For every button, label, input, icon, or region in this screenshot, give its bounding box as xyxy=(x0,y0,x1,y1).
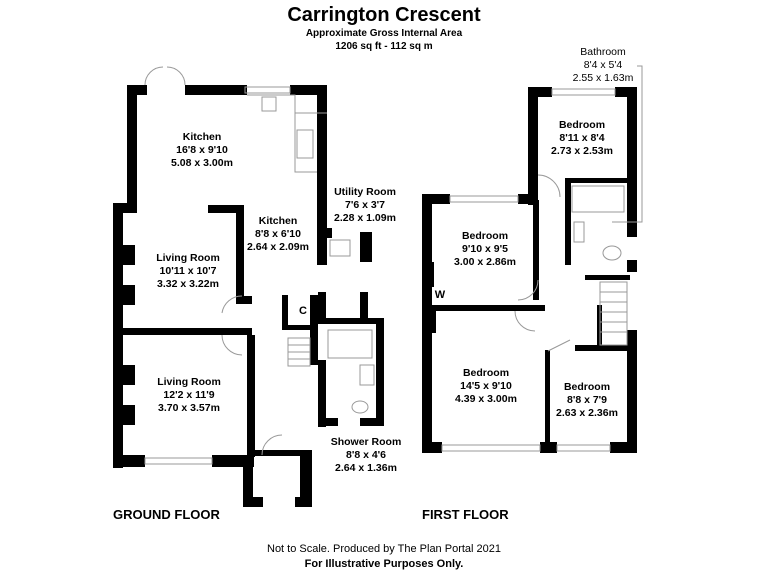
room-label-shower-room: Shower Room 8'8 x 4'6 2.64 x 1.36m xyxy=(331,436,402,475)
ground-floor-fittings xyxy=(144,66,375,465)
cupboard-label: C xyxy=(299,305,307,317)
room-name: Bedroom xyxy=(563,381,611,393)
room-label-utility-room: Utility Room 7'6 x 3'7 2.28 x 1.09m xyxy=(334,186,396,225)
room-name: Bedroom xyxy=(462,367,510,379)
room-label-bedroom-small: Bedroom 8'8 x 7'9 2.63 x 2.36m xyxy=(556,381,618,420)
footer-note: Not to Scale. Produced by The Plan Porta… xyxy=(267,543,501,555)
room-name: Kitchen xyxy=(258,215,298,227)
room-size-imperial: 8'8 x 7'9 xyxy=(566,394,608,406)
room-size-metric: 2.55 x 1.63m xyxy=(572,72,634,84)
room-size-metric: 5.08 x 3.00m xyxy=(171,157,233,169)
room-label-bathroom: Bathroom 8'4 x 5'4 2.55 x 1.63m xyxy=(573,46,634,85)
room-name: Kitchen xyxy=(182,131,222,143)
room-size-imperial: 9'10 x 9'5 xyxy=(462,243,508,255)
room-name: Living Room xyxy=(157,376,221,388)
room-label-bedroom-rear: Bedroom 8'11 x 8'4 2.73 x 2.53m xyxy=(551,119,613,158)
room-size-imperial: 8'8 x 4'6 xyxy=(345,449,387,461)
room-label-bedroom-middle: Bedroom 9'10 x 9'5 3.00 x 2.86m xyxy=(454,230,516,269)
first-floor-label: FIRST FLOOR xyxy=(422,507,509,522)
room-name: Living Room xyxy=(156,252,220,264)
room-size-metric: 2.73 x 2.53m xyxy=(551,145,613,157)
room-name: Shower Room xyxy=(330,436,402,448)
room-size-imperial: 8'11 x 8'4 xyxy=(559,132,605,144)
room-size-imperial: 14'5 x 9'10 xyxy=(460,380,512,392)
area-subtitle: Approximate Gross Internal Area xyxy=(305,28,463,39)
room-label-bedroom-main: Bedroom 14'5 x 9'10 4.39 x 3.00m xyxy=(455,367,517,406)
room-label-living-room-2: Living Room 12'2 x 11'9 3.70 x 3.57m xyxy=(157,376,221,415)
room-size-imperial: 7'6 x 3'7 xyxy=(344,199,386,211)
room-label-kitchen: Kitchen 16'8 x 9'10 5.08 x 3.00m xyxy=(171,131,233,170)
room-size-metric: 3.32 x 3.22m xyxy=(157,278,219,290)
room-label-kitchen-2: Kitchen 8'8 x 6'10 2.64 x 2.09m xyxy=(247,215,309,254)
room-size-metric: 2.64 x 1.36m xyxy=(335,462,397,474)
room-label-living-room: Living Room 10'11 x 10'7 3.32 x 3.22m xyxy=(156,252,220,291)
room-size-imperial: 8'4 x 5'4 xyxy=(583,59,623,71)
room-size-imperial: 8'8 x 6'10 xyxy=(255,228,301,240)
first-floor-fittings xyxy=(441,65,643,452)
room-size-metric: 4.39 x 3.00m xyxy=(455,393,517,405)
room-name: Utility Room xyxy=(334,186,396,198)
room-size-imperial: 16'8 x 9'10 xyxy=(176,144,228,156)
first-floor-walls xyxy=(422,87,637,453)
room-name: Bedroom xyxy=(558,119,606,131)
footer-disclaimer: For Illustrative Purposes Only. xyxy=(304,558,464,570)
page-title: Carrington Crescent xyxy=(287,4,481,26)
wardrobe-label: W xyxy=(434,289,446,301)
room-size-imperial: 10'11 x 10'7 xyxy=(159,265,217,277)
room-size-metric: 3.00 x 2.86m xyxy=(454,256,516,268)
room-name: Bedroom xyxy=(461,230,509,242)
room-size-imperial: 12'2 x 11'9 xyxy=(163,389,215,401)
room-size-metric: 2.28 x 1.09m xyxy=(334,212,396,224)
room-name: Bathroom xyxy=(580,46,626,58)
room-size-metric: 2.64 x 2.09m xyxy=(247,241,309,253)
ground-floor-walls xyxy=(113,85,384,507)
room-size-metric: 2.63 x 2.36m xyxy=(556,407,618,419)
room-size-metric: 3.70 x 3.57m xyxy=(158,402,220,414)
ground-floor-label: GROUND FLOOR xyxy=(113,507,220,522)
area-value: 1206 sq ft - 112 sq m xyxy=(335,41,433,52)
